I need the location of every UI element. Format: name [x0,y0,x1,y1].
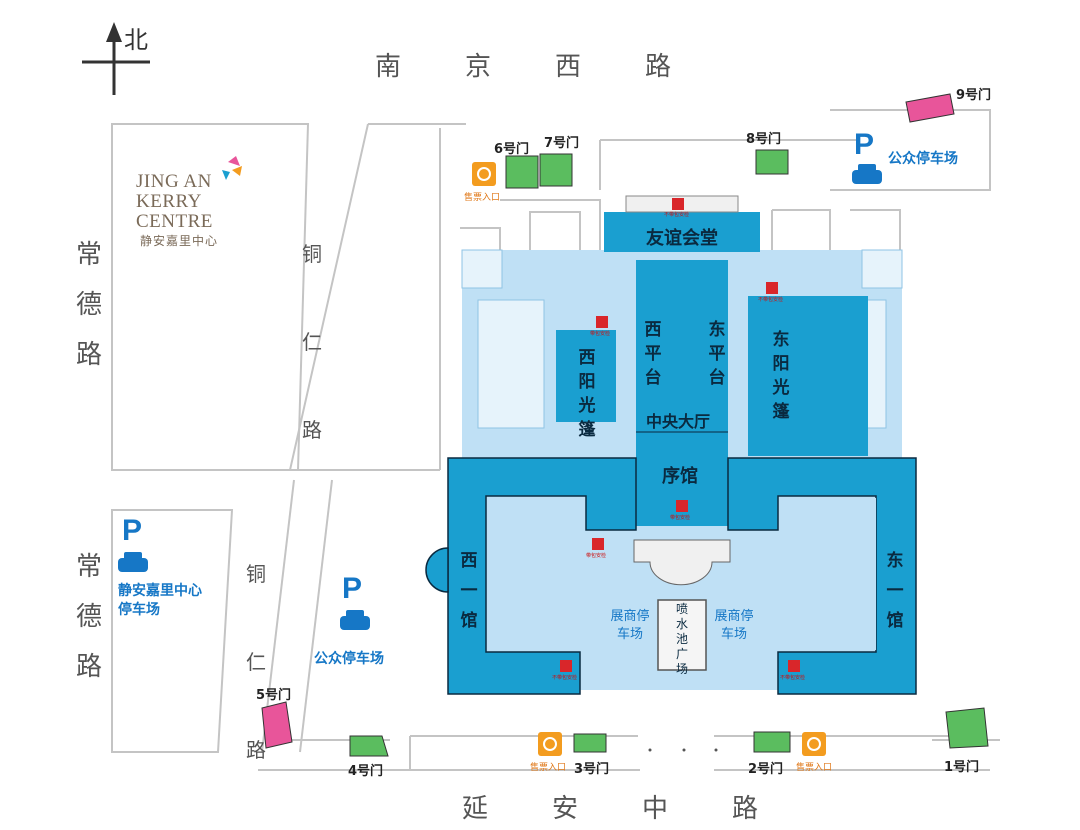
exhibitor-parking-right[interactable]: 展商停车场 [714,609,754,642]
security-label: 不带包安检 [664,212,690,218]
hall-east-sun-tent[interactable]: 东阳光篷 [772,330,790,422]
hall-west-sun-tent[interactable]: 西阳光篷 [578,348,596,440]
ticket-icon [802,732,826,756]
gate-7[interactable] [539,153,573,187]
security-label: 不带包安检 [758,297,784,303]
hall-central[interactable]: 中央大厅 [646,412,711,431]
security-label: 带包安检 [586,553,607,559]
hall-west-platform[interactable]: 西平台 [644,320,662,388]
kerry-centre-logo: JING AN KERRY CENTRE [136,171,213,232]
kerry-centre-chinese: 静安嘉里中心 [140,234,219,248]
hall-east-1[interactable]: 东一馆 [886,551,904,631]
gate-6[interactable] [505,155,539,189]
road-tongren-lower: 铜仁路 [246,562,266,762]
hall-west-1[interactable]: 西一馆 [460,551,478,631]
gate-2[interactable] [753,731,791,753]
lower-halls [425,457,917,695]
ticket-icon [472,162,496,186]
ticket-icon [538,732,562,756]
security-label: 不带包安检 [780,675,806,681]
road-changde-lower: 常德路 [75,552,102,682]
gate-3[interactable] [573,733,607,753]
security-label: 不带包安检 [552,675,578,681]
exhibitor-parking-left[interactable]: 展商停车场 [610,609,650,642]
parking-public-middle[interactable]: 公众停车场 [314,651,384,667]
gate-5[interactable] [261,701,293,749]
gate-8-label[interactable]: 8号门 [746,132,782,147]
gate-2-label[interactable]: 2号门 [748,762,784,777]
gate-4[interactable] [349,735,389,757]
fountain-plaza[interactable]: 喷水池广场 [675,602,688,676]
north-label: 北 [124,26,148,54]
gate-9-label[interactable]: 9号门 [956,88,992,103]
parking-p-kerry: P [122,514,143,547]
security-check-icon [560,198,800,672]
road-yanan-middle: 延安中路 [462,794,823,824]
gate-8[interactable] [755,149,789,175]
path-dots [648,748,718,752]
gate-1-label[interactable]: 1号门 [944,760,980,775]
road-tongren-upper: 铜仁路 [302,242,322,442]
gate-3-label[interactable]: 3号门 [574,762,610,777]
hall-friendship[interactable]: 友谊会堂 [646,228,718,249]
parking-p-top: P [854,128,875,161]
hall-east-platform[interactable]: 东平台 [708,320,726,388]
ticket-entrance-bottom-left[interactable]: 售票入口 [530,763,567,773]
road-changde-upper: 常德路 [75,240,102,370]
gate-9[interactable] [905,93,955,123]
gate-7-label[interactable]: 7号门 [544,136,580,151]
gate-5-label[interactable]: 5号门 [256,688,292,703]
parking-p-middle: P [342,572,363,605]
security-label: 带包安检 [590,331,611,337]
parking-kerry-centre[interactable]: 静安嘉里中心停车场 [118,583,202,618]
ticket-entrance-top[interactable]: 售票入口 [464,193,501,203]
hall-prelude[interactable]: 序馆 [662,466,698,487]
central-halls [556,195,868,526]
gate-6-label[interactable]: 6号门 [494,142,530,157]
gate-1[interactable] [945,707,989,749]
security-label: 带包安检 [670,515,691,521]
parking-public-top[interactable]: 公众停车场 [888,151,958,167]
car-icon [118,164,882,630]
kerry-logo-icon [222,156,242,180]
ticket-entrance-bottom-right[interactable]: 售票入口 [796,763,833,773]
gate-4-label[interactable]: 4号门 [348,764,384,779]
north-arrow-icon [82,22,150,95]
road-nanjing-west: 南京西路 [375,52,736,82]
